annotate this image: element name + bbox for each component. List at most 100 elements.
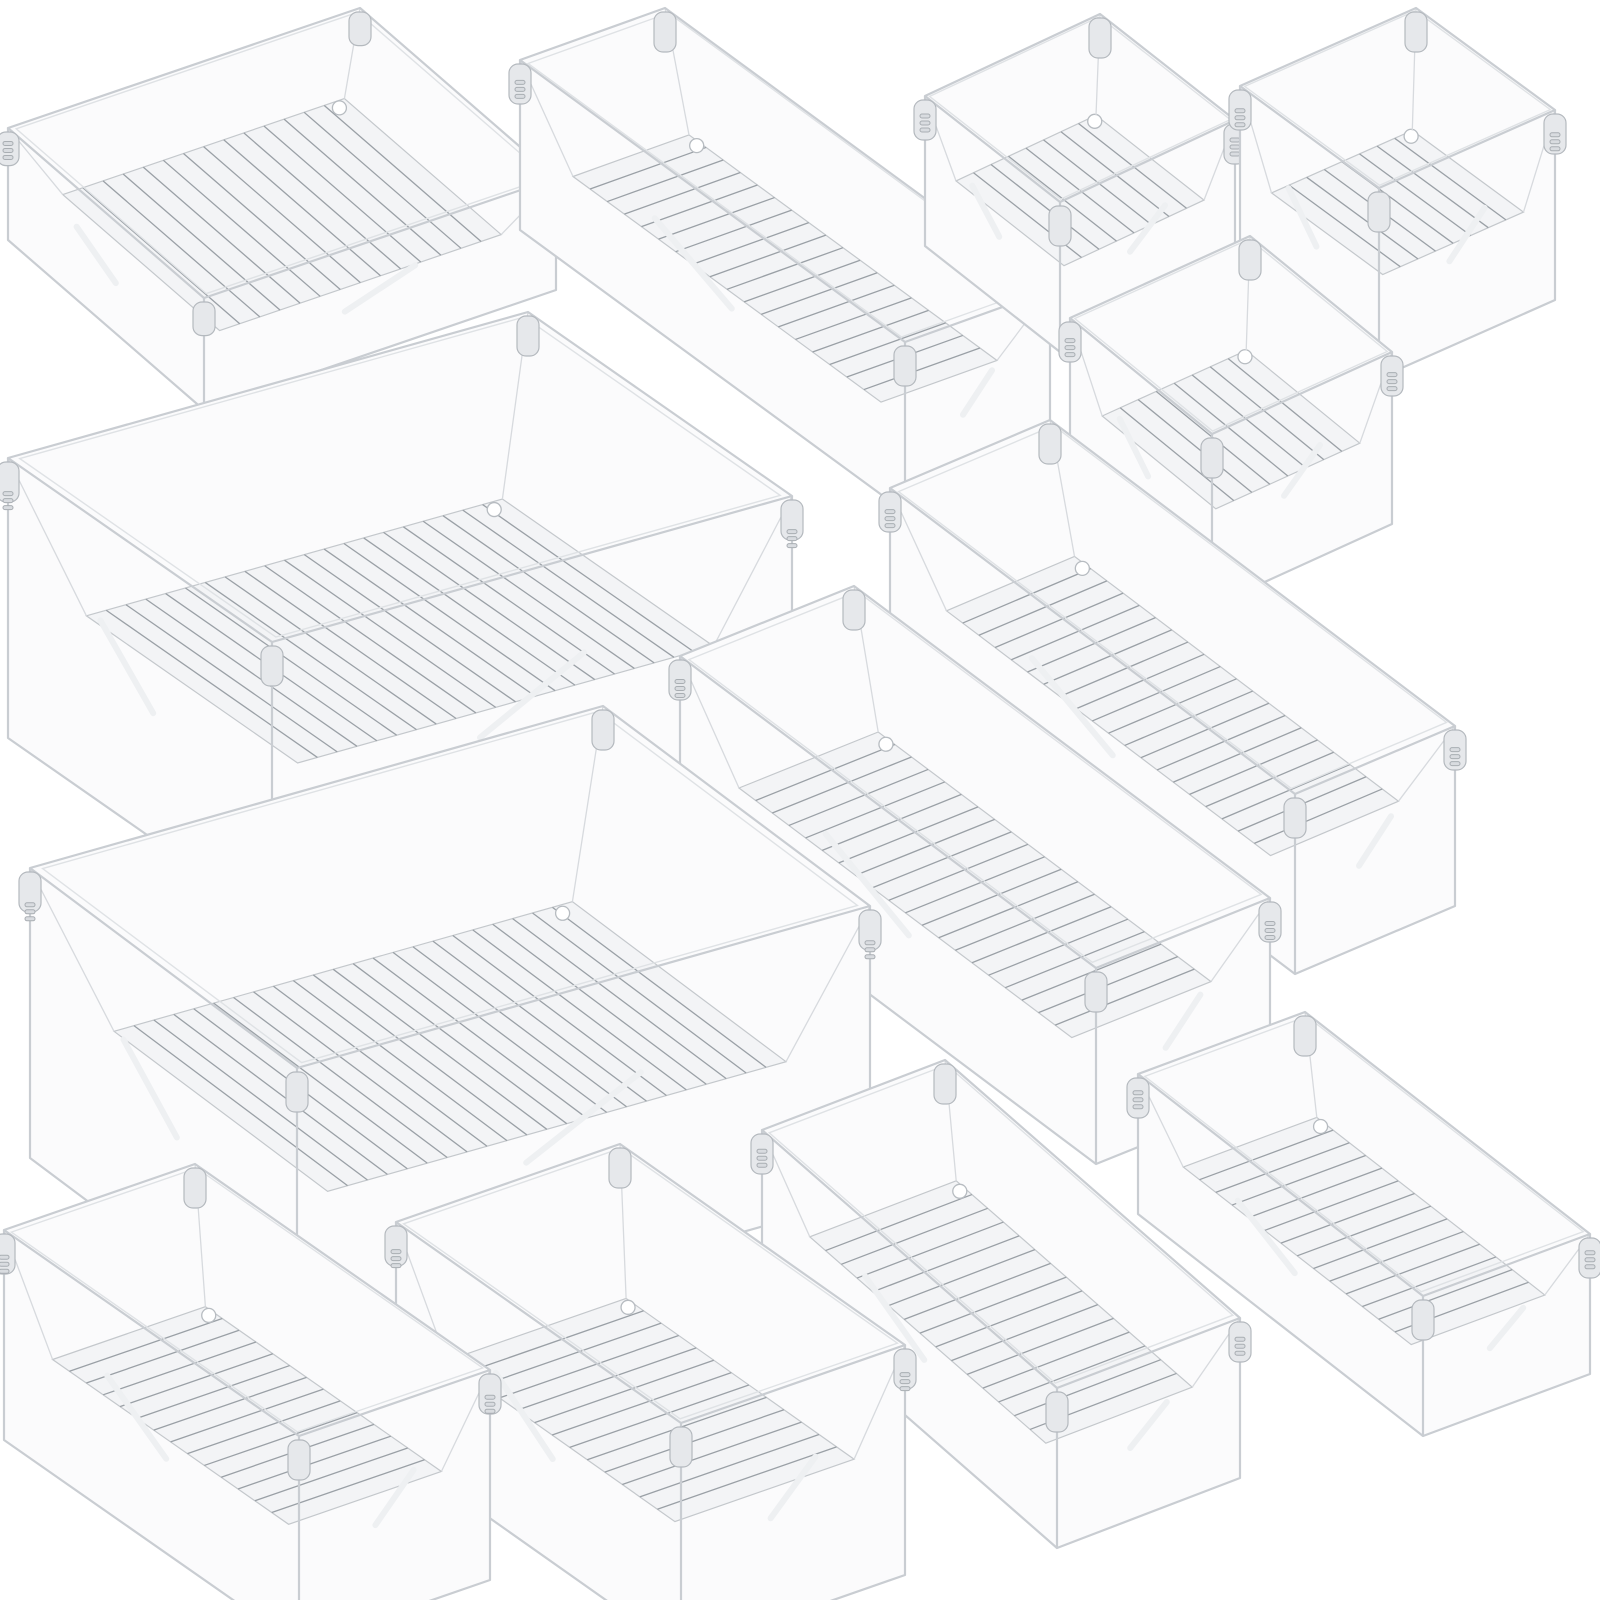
floor-rib [838, 806, 979, 864]
floor-rib [263, 125, 422, 263]
floor-rib [821, 793, 962, 852]
floor-rib [462, 509, 675, 658]
connector-clip [1386, 372, 1398, 378]
floor-rib [1189, 739, 1318, 795]
connector-clip [0, 1268, 10, 1274]
connector-clip [1234, 1350, 1246, 1356]
drain-hole [1074, 560, 1090, 577]
connector-clip [2, 491, 14, 497]
connector-clip [1229, 144, 1241, 150]
floor-rib [204, 1412, 358, 1467]
tray-bottom-right-near [750, 1058, 1252, 1550]
floor-rib [1280, 1192, 1415, 1244]
floor-rib [153, 1376, 307, 1431]
floor-rib [203, 146, 361, 284]
tray-group [0, 6, 1600, 1600]
glare [1285, 185, 1320, 250]
connector-clip [786, 529, 798, 535]
connector-clip [1234, 108, 1246, 114]
floor-rib [142, 166, 301, 304]
corner-post [478, 1373, 502, 1415]
floor-rib [569, 1384, 750, 1448]
glare [477, 649, 587, 741]
floor-rib [1362, 1256, 1497, 1308]
floor-rib [1075, 653, 1205, 710]
floor-rib [1288, 184, 1401, 268]
drain-hole [486, 501, 502, 518]
floor-rib [589, 146, 707, 190]
drain-hole [952, 1183, 968, 1199]
tray-rim-inner [41, 710, 859, 1064]
connector-clip [864, 940, 876, 946]
corner-post [750, 1133, 774, 1175]
tray-bottom-center [384, 1142, 917, 1600]
floor-rib [534, 1359, 715, 1424]
connector-clip [0, 1261, 10, 1267]
floor-rib [204, 581, 417, 731]
glare [969, 182, 1003, 240]
floor-rib [363, 537, 576, 686]
corner-post [1293, 1015, 1317, 1057]
connector-clip [756, 1162, 768, 1168]
connector-clip [864, 954, 876, 960]
connector-clip [1064, 338, 1076, 344]
floor-rib [1156, 714, 1286, 771]
connector-clip [514, 93, 526, 99]
glare [372, 1466, 417, 1529]
floor-rib [1215, 1142, 1350, 1193]
floor-rib [990, 163, 1100, 250]
connector-clip [484, 1401, 496, 1407]
floor-rib [284, 559, 497, 708]
floor-rib [552, 906, 767, 1068]
tray-rim-inner [767, 1064, 1235, 1384]
corner-post [348, 11, 372, 47]
floor-rib [303, 111, 462, 249]
corner-post [0, 1233, 16, 1275]
floor-rib [145, 598, 358, 747]
glare [341, 262, 419, 315]
floor-rib [778, 284, 895, 328]
floor-rib [1059, 641, 1189, 698]
floor-rib [283, 118, 442, 256]
connector-clip [1064, 352, 1076, 358]
drain-hole [331, 100, 348, 116]
floor-rib [1011, 604, 1140, 661]
connector-clip [1449, 761, 1461, 767]
connector-clip [1584, 1264, 1596, 1270]
floor-rib [1378, 1269, 1513, 1320]
drain-hole [1237, 349, 1253, 365]
glare [1356, 813, 1394, 869]
connector-clip [390, 1256, 402, 1262]
drain-hole [1087, 113, 1103, 129]
floor-rib [383, 531, 596, 681]
connector-clip [1229, 137, 1241, 143]
floor-rib [624, 171, 741, 215]
floor-rib [962, 568, 1091, 624]
floor-rib [994, 592, 1124, 649]
connector-clip [2, 140, 14, 146]
floor-rib [253, 991, 468, 1153]
tray-long-center [668, 584, 1282, 1166]
connector-clip [674, 693, 686, 699]
floor-rib [69, 1317, 223, 1372]
tray-wall [2, 1230, 492, 1600]
corner-post [842, 589, 866, 631]
floor-rib [1124, 690, 1253, 747]
floor-rib [512, 918, 727, 1080]
floor-rib [871, 831, 1012, 889]
glare [120, 1036, 180, 1141]
floor-rib [1038, 956, 1178, 1014]
floor-rib [372, 957, 588, 1119]
floor-rib [153, 1019, 368, 1181]
connector-clip [1584, 1257, 1596, 1263]
floor-rib [872, 1235, 1020, 1293]
floor-rib [136, 1364, 290, 1419]
connector-clip [919, 127, 931, 133]
glare [73, 223, 119, 287]
glare [862, 1273, 928, 1363]
floor-rib [170, 1388, 324, 1443]
connector-clip [1264, 935, 1276, 941]
floor-rib [825, 1193, 973, 1252]
connector-clip [1386, 379, 1398, 385]
floor-rib [472, 929, 687, 1091]
